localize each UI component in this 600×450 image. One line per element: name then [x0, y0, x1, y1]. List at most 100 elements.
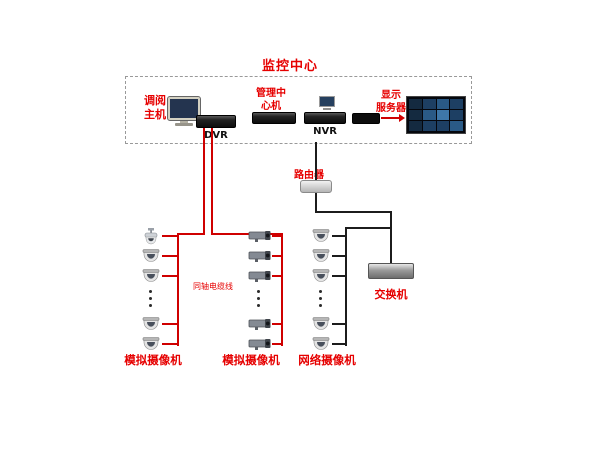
display-server-label: 显示 服务器 — [376, 90, 406, 114]
camera-cable-stub — [332, 275, 347, 277]
camera-column-analog-1 — [140, 227, 180, 354]
dome-camera-icon — [312, 269, 330, 282]
router-device — [300, 180, 332, 193]
dvr-device — [196, 115, 236, 128]
video-wall-screen — [409, 121, 422, 131]
dvr-label: DVR — [204, 130, 228, 141]
video-wall-screen — [450, 121, 463, 131]
net-line-horizontal — [315, 211, 392, 213]
camera-row — [140, 268, 179, 284]
camera-row — [140, 227, 179, 244]
video-wall-screen — [422, 110, 436, 120]
camera-column-analog-2 — [248, 228, 284, 354]
bullet-camera-icon — [248, 251, 271, 262]
analog-cameras-label-2: 模拟摄像机 — [222, 353, 280, 367]
camera-row — [140, 316, 179, 332]
dome-camera-icon — [142, 337, 160, 350]
dome-camera-icon — [312, 249, 330, 262]
dome-camera-icon — [142, 269, 160, 282]
more-cameras-ellipsis — [257, 286, 260, 311]
camera-row — [140, 336, 179, 352]
router-label: 路由器 — [294, 170, 324, 181]
camera-cable-stub — [272, 323, 282, 325]
camera-row — [248, 228, 282, 244]
camera-cable-stub — [272, 235, 282, 237]
net-line-router-down — [315, 193, 317, 213]
switch-label: 交换机 — [374, 288, 408, 301]
video-wall-screen — [450, 110, 463, 120]
video-wall-screen — [436, 99, 450, 109]
more-cameras-ellipsis — [149, 286, 152, 311]
diagram-title: 监控中心 — [261, 59, 318, 74]
analog-cameras-label-1: 模拟摄像机 — [124, 353, 182, 367]
more-cameras-ellipsis — [319, 286, 322, 311]
management-center-label: 管理中 心机 — [256, 88, 286, 112]
nvr-monitor-screen — [319, 96, 335, 107]
camera-row — [140, 248, 179, 264]
monitor-neck — [180, 120, 188, 123]
ptz-camera-icon — [144, 227, 158, 244]
display-arrow-head — [399, 114, 405, 122]
nvr-label: NVR — [313, 126, 337, 137]
video-wall-screen — [436, 110, 450, 120]
video-wall-screen — [450, 99, 463, 109]
review-host-computer-icon — [167, 96, 201, 126]
camera-row — [248, 268, 282, 284]
camera-cable-stub — [332, 235, 347, 237]
dome-camera-icon — [312, 337, 330, 350]
dome-camera-icon — [312, 317, 330, 330]
camera-row — [310, 336, 347, 352]
camera-cable-stub — [332, 255, 347, 257]
switch-device — [368, 263, 414, 279]
camera-cable-stub — [162, 275, 179, 277]
camera-cable-stub — [162, 255, 179, 257]
camera-cable-stub — [272, 255, 282, 257]
camera-row — [310, 268, 347, 284]
video-wall-screen — [422, 121, 436, 131]
camera-cable-stub — [162, 343, 179, 345]
camera-row — [310, 228, 347, 244]
camera-cable-stub — [272, 275, 282, 277]
bullet-camera-icon — [248, 271, 271, 282]
coax-horizontal-middle — [211, 233, 283, 235]
net-line-bus-tap — [346, 227, 391, 229]
dome-camera-icon — [142, 249, 160, 262]
coax-bus-middle — [281, 233, 283, 346]
coax-horizontal-left — [178, 233, 205, 235]
video-wall — [406, 96, 466, 134]
camera-cable-stub — [272, 343, 282, 345]
network-cameras-label: 网络摄像机 — [298, 353, 356, 367]
nvr-monitor-icon — [318, 96, 336, 110]
display-arrow-line — [381, 117, 400, 119]
display-server-device — [352, 113, 380, 124]
camera-cable-stub — [332, 323, 347, 325]
video-wall-screen — [436, 121, 450, 131]
net-line-center-to-router — [315, 142, 317, 180]
video-wall-screen — [422, 99, 436, 109]
bullet-camera-icon — [248, 319, 271, 330]
camera-row — [310, 316, 347, 332]
camera-row — [310, 248, 347, 264]
camera-cable-stub — [162, 323, 179, 325]
net-line-switch-drop — [390, 211, 392, 263]
camera-cable-stub — [332, 343, 347, 345]
camera-row — [248, 336, 282, 352]
bullet-camera-icon — [248, 231, 271, 242]
net-bus-right — [345, 227, 347, 346]
dome-camera-icon — [312, 229, 330, 242]
video-wall-screen — [409, 110, 422, 120]
coax-riser-left — [203, 128, 205, 235]
camera-row — [248, 316, 282, 332]
video-wall-screen — [409, 99, 422, 109]
coax-riser-middle — [211, 128, 213, 235]
nvr-device — [304, 112, 346, 124]
camera-row — [248, 248, 282, 264]
review-host-label: 调阅 主机 — [144, 94, 166, 121]
coaxial-cable-label: 同轴电缆线 — [193, 282, 233, 291]
monitor-base — [175, 123, 193, 126]
management-center-device — [252, 112, 296, 124]
bullet-camera-icon — [248, 339, 271, 350]
monitoring-center-box — [125, 76, 472, 144]
camera-cable-stub — [162, 235, 179, 237]
